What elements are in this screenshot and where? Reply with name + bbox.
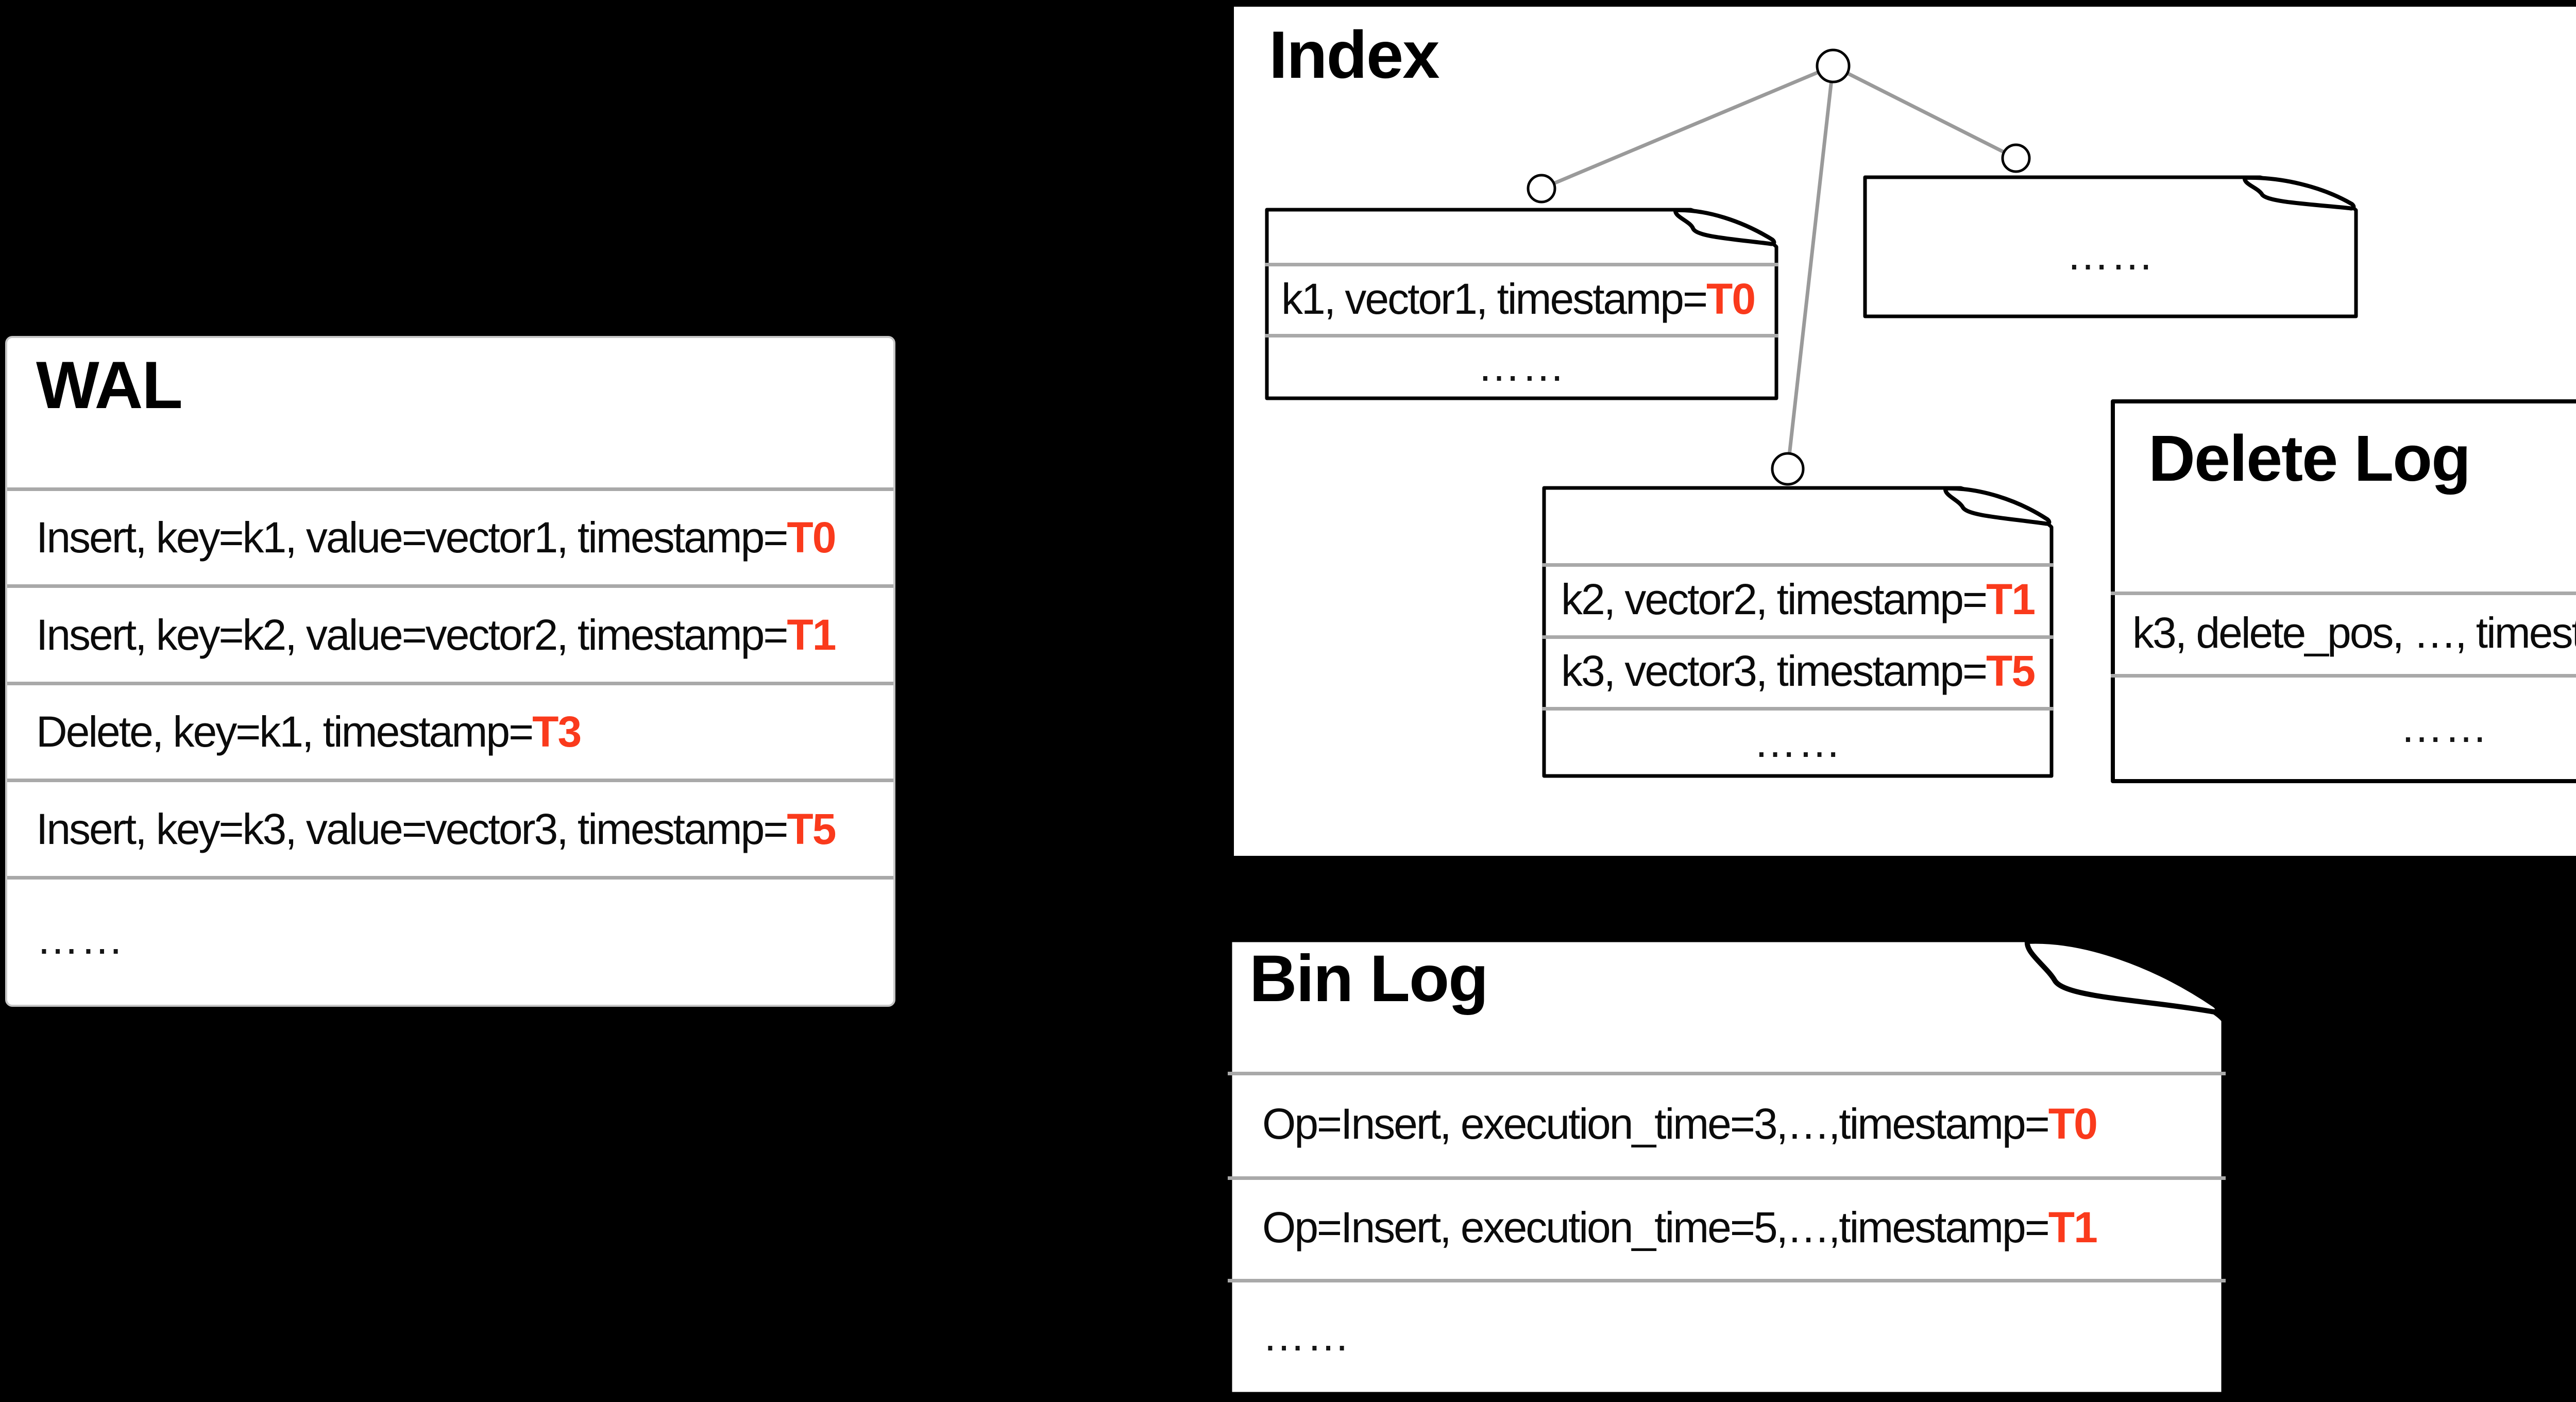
entry-text: k1, vector1, timestamp= [1281,275,1708,323]
timestamp-value: T0 [2048,1100,2098,1148]
ellipsis-text: …… [2066,230,2155,279]
divider [1542,707,2054,711]
divider [1228,1279,2226,1282]
timestamp-value: T1 [2048,1203,2098,1252]
page-curl-icon [2243,175,2356,211]
wal-row-text: Insert, key=k2, value=vector2, timestamp… [36,610,788,659]
document-content: …… [1863,175,2358,318]
wal-row: Insert, key=k2, value=vector2, timestamp… [7,588,893,682]
entry-text: k2, vector2, timestamp= [1561,575,1988,623]
entry-text: k3, vector3, timestamp= [1561,647,1988,695]
page-curl-icon [1673,208,1776,246]
divider [1542,563,2054,567]
ellipsis-row: …… [1863,191,2358,318]
timestamp-value: T1 [1986,575,2036,623]
timestamp-value: T0 [1706,275,1756,323]
wal-title: WAL [36,347,183,423]
wal-ellipsis-row: …… [7,880,893,998]
delete-log-title: Delete Log [2148,422,2471,495]
wal-row-text: Insert, key=k1, value=vector1, timestamp… [36,513,788,562]
tree-edge [1832,64,2017,160]
index-segment-k1: k1, vector1, timestamp=T0 …… [1265,208,1778,400]
ellipsis-text: …… [1753,718,1842,766]
tree-edge [1540,64,1834,191]
bin-log-document: Bin Log Op=Insert, execution_time=3,…,ti… [1228,938,2226,1396]
delete-log-document: Delete Log k3, delete_pos, …, timestamp=… [2111,399,2576,783]
ellipsis-text: …… [1262,1311,1351,1360]
ellipsis-row: …… [1265,334,1778,398]
document-content: k1, vector1, timestamp=T0 …… [1265,208,1778,400]
index-title: Index [1269,17,1440,92]
entry-text: k3, delete_pos, …, timestamp= [2132,608,2576,657]
timestamp-value: T5 [1986,647,2036,695]
entry-text: Op=Insert, execution_time=5,…,timestamp= [1262,1203,2050,1252]
tree-node-icon [2001,143,2031,173]
divider [1228,1072,2226,1075]
page-outline [2111,399,2576,783]
document-content: k2, vector2, timestamp=T1 k3, vector3, t… [1542,486,2054,778]
timestamp-value: T5 [787,804,836,853]
page-curl-icon [1943,486,2052,526]
ellipsis-text: …… [36,914,125,963]
tree-node-icon [1771,452,1805,486]
document-content: Bin Log Op=Insert, execution_time=3,…,ti… [1228,938,2226,1396]
divider [7,682,893,685]
entry-text: Op=Insert, execution_time=3,…,timestamp= [1262,1100,2050,1148]
bin-log-title: Bin Log [1249,942,1488,1016]
divider [2111,592,2576,595]
ellipsis-text: …… [2400,702,2489,751]
wal-row: Insert, key=k1, value=vector1, timestamp… [7,491,893,584]
wal-row-text: Delete, key=k1, timestamp= [36,707,534,756]
index-segment-other: …… [1863,175,2358,318]
timestamp-value: T1 [787,610,836,659]
ellipsis-row: …… [2111,675,2576,779]
divider [1542,635,2054,639]
index-entry: k1, vector1, timestamp=T0 [1265,264,1778,334]
index-entry: k3, vector3, timestamp=T5 [1542,637,2054,705]
divider [1228,1176,2226,1180]
document-shape [2111,399,2576,783]
index-segment-k2-k3: k2, vector2, timestamp=T1 k3, vector3, t… [1542,486,2054,778]
document-content: Delete Log k3, delete_pos, …, timestamp=… [2111,399,2576,783]
bin-log-entry: Op=Insert, execution_time=5,…,timestamp=… [1228,1178,2226,1277]
page-curl-icon [2024,938,2221,1015]
divider [7,876,893,880]
divider [1265,263,1778,266]
tree-node-icon [1527,174,1556,204]
document-shape [1265,208,1778,400]
ellipsis-row: …… [1228,1280,2226,1391]
index-entry: k2, vector2, timestamp=T1 [1542,565,2054,634]
wal-row: Insert, key=k3, value=vector3, timestamp… [7,782,893,876]
timestamp-value: T0 [787,513,836,562]
wal-box: WAL Insert, key=k1, value=vector1, times… [5,336,895,1007]
tree-root-node-icon [1816,48,1851,83]
index-tree [1527,48,2031,486]
divider [7,584,893,588]
document-shape [1542,486,2054,778]
wal-row: Delete, key=k1, timestamp=T3 [7,685,893,779]
divider [1265,334,1778,337]
divider [7,487,893,491]
wal-row-text: Insert, key=k3, value=vector3, timestamp… [36,804,788,853]
index-panel: Index k1, vector1, timestamp=T0 [1234,7,2576,856]
ellipsis-row: …… [1542,708,2054,776]
document-shape [1863,175,2358,318]
divider [7,779,893,782]
tree-edge [1786,65,1835,469]
timestamp-value: T3 [532,707,582,756]
bin-log-entry: Op=Insert, execution_time=3,…,timestamp=… [1228,1073,2226,1175]
divider [2111,674,2576,678]
ellipsis-text: …… [1477,342,1566,390]
delete-log-entry: k3, delete_pos, …, timestamp=T3 [2111,593,2576,672]
